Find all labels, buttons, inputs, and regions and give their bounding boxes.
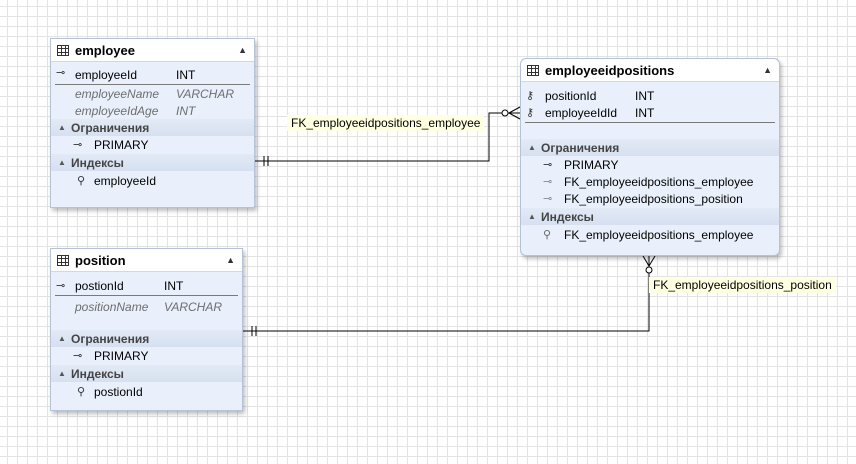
- collapse-arrow-icon[interactable]: ▲: [528, 212, 536, 221]
- column-row[interactable]: employeeIdAge INT: [51, 102, 254, 119]
- column-row[interactable]: ⚷ employeeIdId INT: [521, 104, 779, 121]
- fk-position-label[interactable]: FK_employeeidpositions_position: [649, 277, 836, 293]
- index-name: postionId: [94, 384, 143, 399]
- constraint-name: FK_employeeidpositions_position: [564, 191, 743, 206]
- collapse-arrow-icon[interactable]: ▲: [58, 334, 66, 343]
- column-row[interactable]: ⊸ postionId INT: [51, 277, 242, 294]
- fk-employee-crowfoot-2: [508, 112, 521, 120]
- index-name: FK_employeeidpositions_employee: [564, 227, 754, 242]
- constraint-row[interactable]: ⊸ FK_employeeidpositions_employee: [521, 173, 779, 190]
- column-type: VARCHAR: [164, 299, 223, 314]
- key-icon: ⚷: [526, 107, 535, 119]
- key-separator: [525, 122, 775, 123]
- constraint-name: FK_employeeidpositions_employee: [564, 174, 754, 189]
- fk-position-optional-circle: [645, 266, 653, 274]
- section-label: Ограничения: [71, 120, 150, 135]
- column-row[interactable]: employeeName VARCHAR: [51, 85, 254, 102]
- table-icon: [527, 64, 539, 76]
- collapse-arrow-icon[interactable]: ▲: [58, 369, 66, 378]
- fk-position-line[interactable]: [242, 256, 650, 332]
- entity-title: position: [75, 252, 126, 268]
- index-row[interactable]: ⚲ employeeId: [51, 172, 254, 189]
- entity-employee[interactable]: employee ▲ ⊸ employeeId INT employeeName…: [50, 38, 255, 208]
- indexes-section[interactable]: ▲ Индексы: [51, 154, 254, 171]
- section-label: Индексы: [71, 366, 124, 381]
- collapse-arrow-icon[interactable]: ▲: [238, 45, 247, 55]
- foreign-key-icon: ⊸: [543, 193, 553, 205]
- key-icon: ⊸: [56, 280, 66, 292]
- column-type: VARCHAR: [176, 86, 235, 101]
- column-type: INT: [176, 67, 196, 82]
- table-icon: [57, 44, 69, 56]
- fk-employee-crowfoot-1: [508, 106, 521, 114]
- column-name: postionId: [75, 278, 124, 293]
- constraint-row[interactable]: ⊸ PRIMARY: [51, 136, 254, 153]
- column-name: employeeId: [75, 67, 138, 82]
- constraint-name: PRIMARY: [564, 157, 619, 172]
- section-label: Индексы: [541, 209, 594, 224]
- collapse-arrow-icon[interactable]: ▲: [58, 158, 66, 167]
- key-icon: ⊸: [543, 159, 553, 171]
- collapse-arrow-icon[interactable]: ▲: [528, 143, 536, 152]
- column-row[interactable]: positionName VARCHAR: [51, 298, 242, 315]
- entity-header[interactable]: position ▲: [51, 249, 242, 272]
- index-row[interactable]: ⚲ postionId: [51, 383, 242, 400]
- key-separator: [55, 295, 238, 296]
- index-row[interactable]: ⚲ FK_employeeidpositions_employee: [521, 226, 779, 243]
- key-icon: ⊸: [73, 350, 83, 362]
- collapse-arrow-icon[interactable]: ▲: [763, 65, 772, 75]
- indexes-section[interactable]: ▲ Индексы: [521, 208, 779, 225]
- column-name: employeeIdAge: [75, 103, 159, 118]
- fk-employee-optional-circle: [501, 109, 509, 117]
- column-type: INT: [176, 103, 196, 118]
- entity-header[interactable]: employeeidpositions ▲: [521, 59, 779, 82]
- entity-header[interactable]: employee ▲: [51, 39, 254, 62]
- column-type: INT: [635, 105, 655, 120]
- column-name: positionName: [75, 299, 149, 314]
- column-row[interactable]: ⚷ positionId INT: [521, 87, 779, 104]
- constraint-row[interactable]: ⊸ PRIMARY: [521, 156, 779, 173]
- column-type: INT: [164, 278, 184, 293]
- column-name: employeeIdId: [545, 105, 618, 120]
- index-icon: ⚲: [77, 386, 86, 398]
- fk-position-crowfoot-1: [642, 255, 650, 267]
- column-row[interactable]: ⊸ employeeId INT: [51, 66, 254, 83]
- column-type: INT: [635, 88, 655, 103]
- key-icon: ⊸: [56, 67, 66, 79]
- entity-position[interactable]: position ▲ ⊸ postionId INT positionName …: [50, 248, 243, 411]
- constraint-name: PRIMARY: [94, 137, 149, 152]
- entity-title: employee: [75, 42, 135, 58]
- key-icon: ⚷: [526, 90, 535, 102]
- column-name: positionId: [545, 88, 597, 103]
- constraints-section[interactable]: ▲ Ограничения: [521, 139, 779, 156]
- constraints-section[interactable]: ▲ Ограничения: [51, 119, 254, 136]
- index-icon: ⚲: [77, 175, 86, 187]
- constraints-section[interactable]: ▲ Ограничения: [51, 330, 242, 347]
- fk-position-crowfoot-2: [648, 255, 656, 267]
- section-label: Ограничения: [71, 331, 150, 346]
- constraint-row[interactable]: ⊸ PRIMARY: [51, 347, 242, 364]
- fk-employee-label[interactable]: FK_employeeidpositions_employee: [287, 115, 485, 131]
- entity-title: employeeidpositions: [545, 62, 675, 78]
- entity-employeeidpositions[interactable]: employeeidpositions ▲ ⚷ positionId INT ⚷…: [520, 58, 780, 256]
- key-icon: ⊸: [73, 139, 83, 151]
- section-label: Индексы: [71, 155, 124, 170]
- section-label: Ограничения: [541, 140, 620, 155]
- collapse-arrow-icon[interactable]: ▲: [226, 255, 235, 265]
- key-separator: [55, 84, 250, 85]
- index-icon: ⚲: [543, 229, 552, 241]
- collapse-arrow-icon[interactable]: ▲: [58, 123, 66, 132]
- constraint-name: PRIMARY: [94, 348, 149, 363]
- foreign-key-icon: ⊸: [543, 176, 553, 188]
- indexes-section[interactable]: ▲ Индексы: [51, 365, 242, 382]
- constraint-row[interactable]: ⊸ FK_employeeidpositions_position: [521, 190, 779, 207]
- index-name: employeeId: [94, 173, 157, 188]
- table-icon: [57, 254, 69, 266]
- column-name: employeeName: [75, 86, 160, 101]
